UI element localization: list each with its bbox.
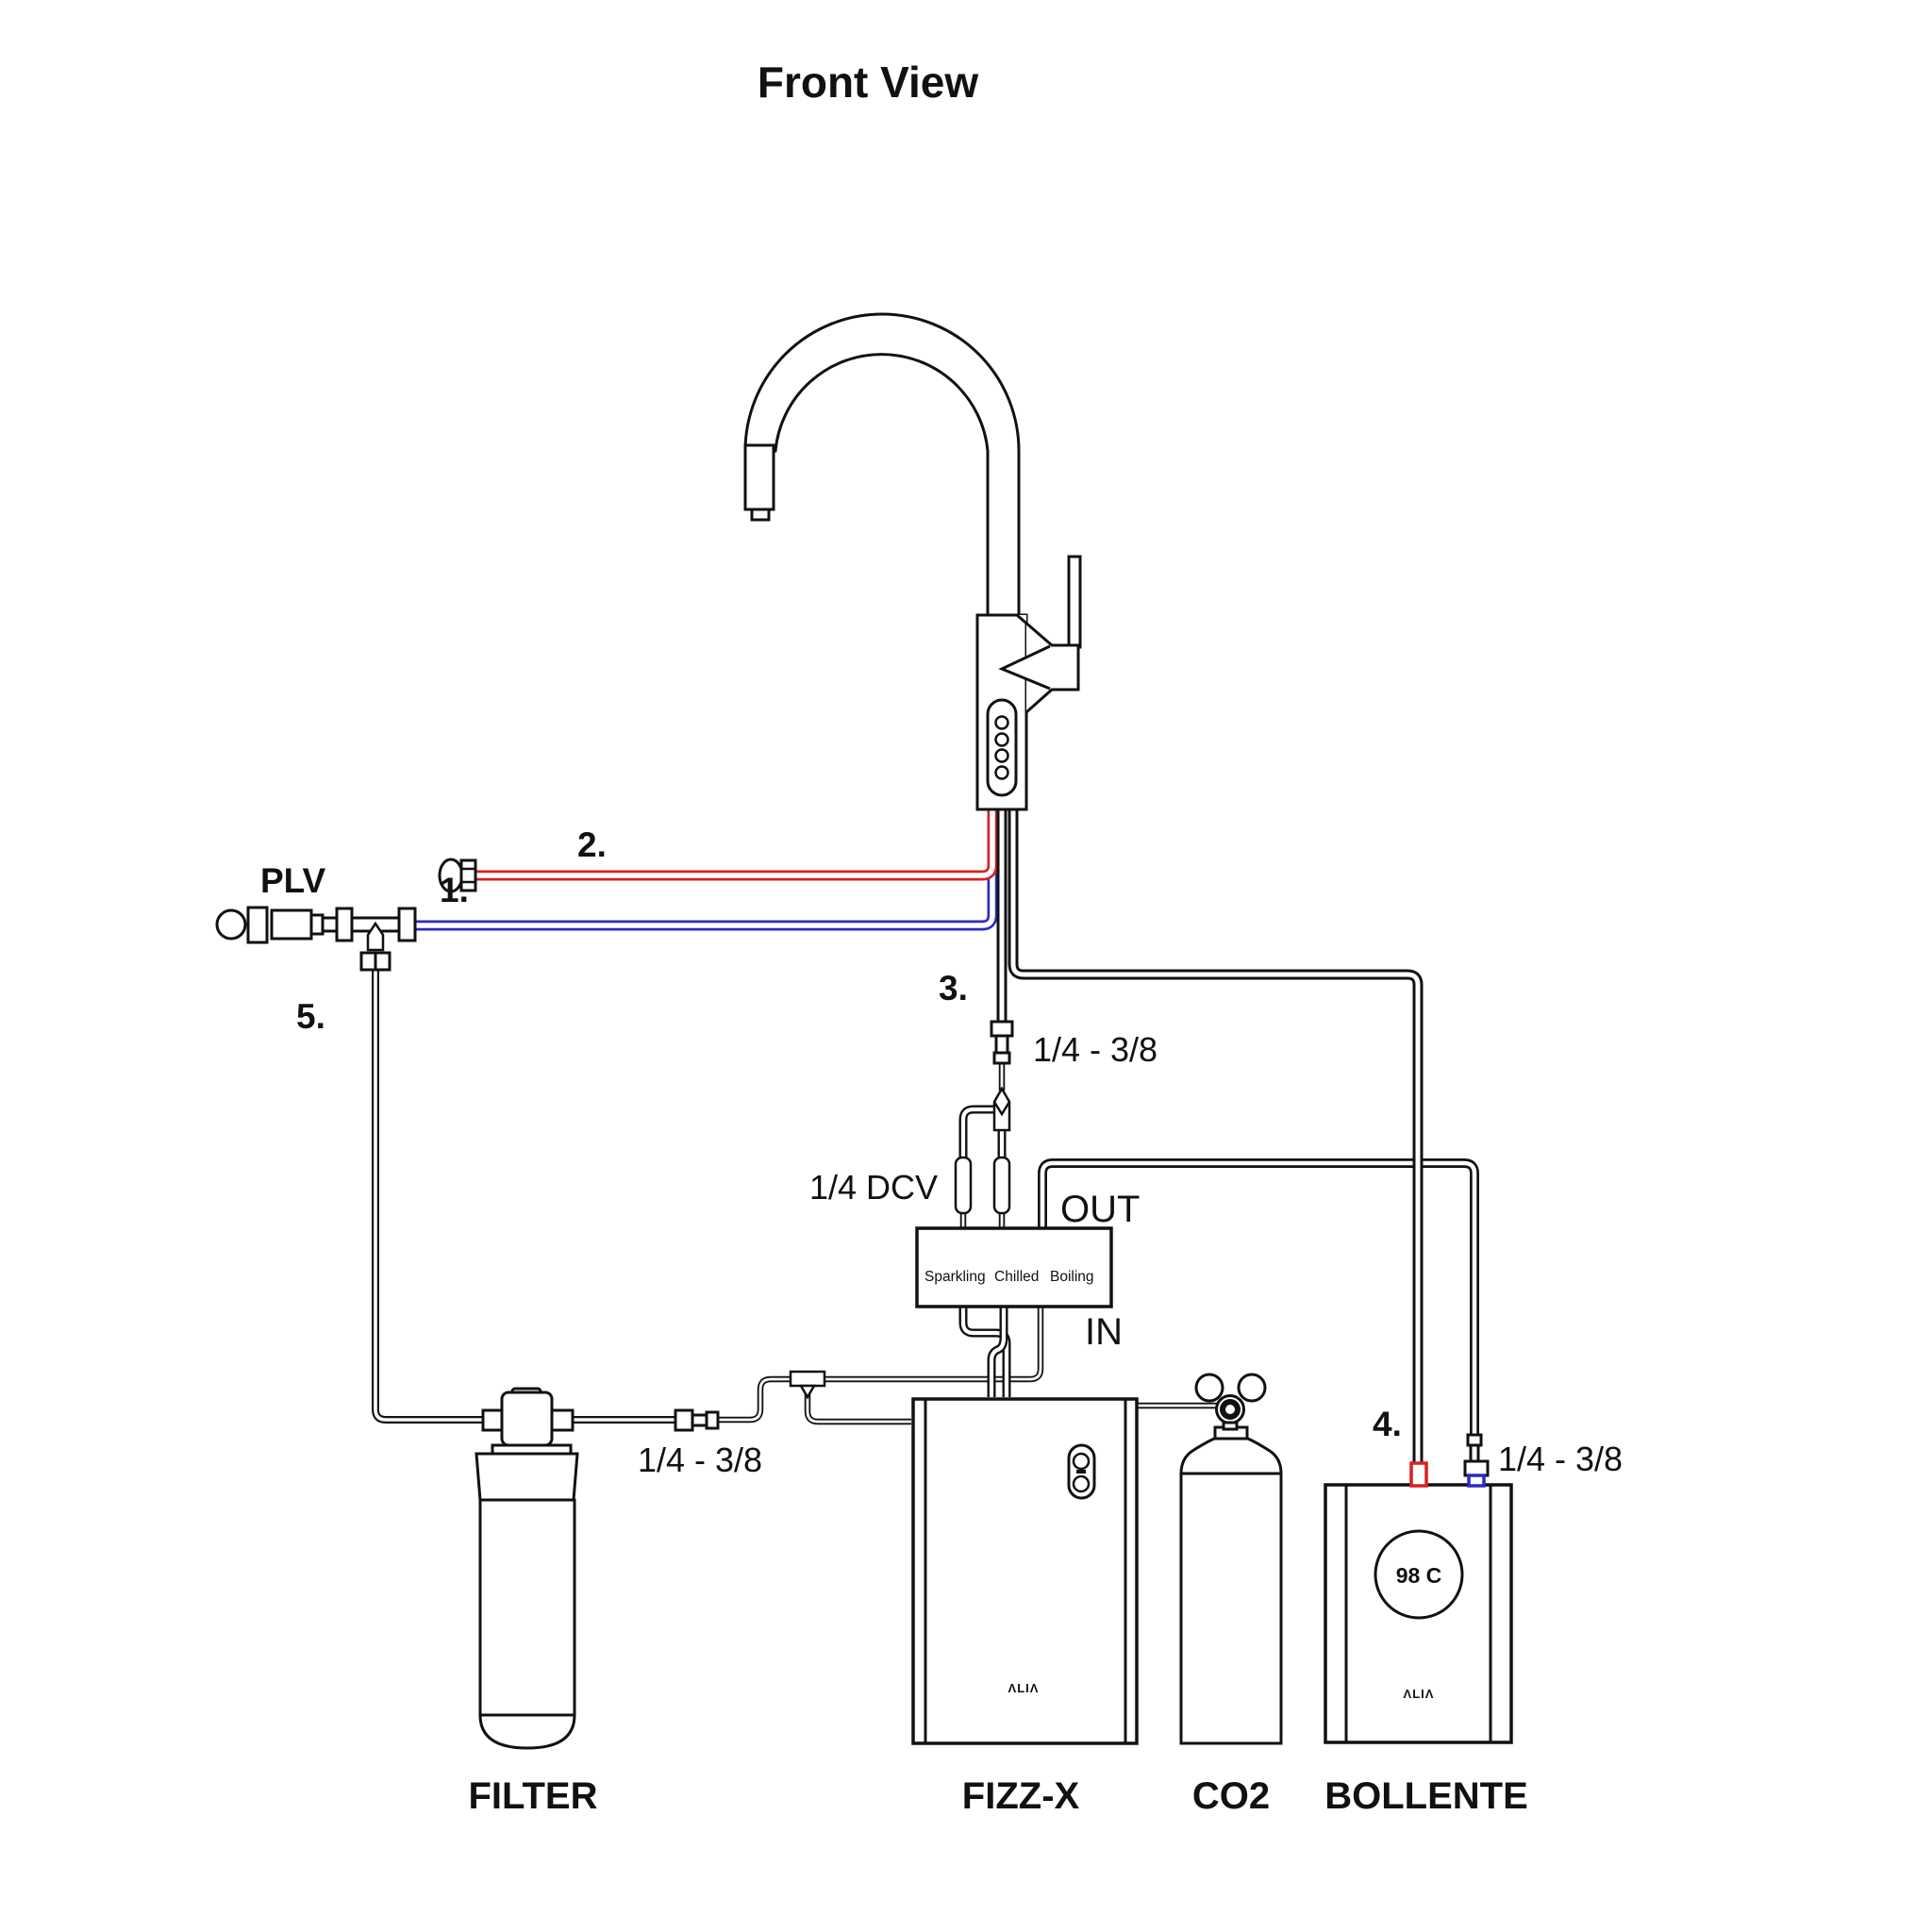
label-co2: CO2 bbox=[1192, 1775, 1270, 1817]
feed-tube-to-manifold-in bbox=[715, 1307, 1044, 1424]
hot-water-tube bbox=[475, 804, 998, 881]
boiling-supply-tube bbox=[1008, 804, 1424, 1465]
fizzx-cabinet bbox=[911, 1397, 1139, 1745]
filter-head bbox=[500, 1391, 554, 1447]
faucet-button-4 bbox=[994, 765, 1009, 780]
bollente-unit: 98 C ΛLIΛ bbox=[1324, 1433, 1513, 1744]
tee-fitting-feed-line bbox=[789, 1370, 826, 1400]
plv-handle-ball bbox=[215, 908, 247, 941]
fizzx-unit: ΛLIΛ bbox=[911, 1397, 1139, 1745]
label-step-1: 1. bbox=[440, 871, 469, 909]
faucet-aerator-tip bbox=[750, 508, 771, 522]
co2-cylinder bbox=[1179, 1373, 1283, 1745]
bollente-temperature: 98 C bbox=[1396, 1563, 1442, 1588]
fizzx-brand-logo: ΛLIΛ bbox=[1008, 1681, 1040, 1695]
label-dcv: 1/4 DCV bbox=[809, 1168, 938, 1207]
manifold-port-boiling: Boiling bbox=[1050, 1269, 1094, 1285]
bollente-hot-outlet-port bbox=[1409, 1461, 1428, 1488]
fizzx-button-top bbox=[1072, 1452, 1091, 1471]
page-title: Front View bbox=[758, 58, 979, 107]
annotations: Front View PLV 2. 1. 5. 3. 4. 1/4 - 3/8 … bbox=[260, 58, 1623, 1817]
dual-check-valves bbox=[954, 1156, 1011, 1215]
filter-unit bbox=[475, 1387, 579, 1750]
bollente-cold-inlet-port bbox=[1467, 1474, 1486, 1488]
label-step-4: 4. bbox=[1373, 1405, 1402, 1443]
label-filter: FILTER bbox=[468, 1775, 597, 1817]
faucet-button-3 bbox=[994, 748, 1009, 763]
label-bollente: BOLLENTE bbox=[1324, 1775, 1528, 1817]
feed-tube-tee-to-fizzx bbox=[804, 1385, 911, 1425]
fizzx-button-bottom bbox=[1072, 1474, 1091, 1493]
manifold-port-chilled: Chilled bbox=[994, 1269, 1039, 1285]
quarter-threeeighths-fitting-faucet bbox=[990, 1020, 1014, 1065]
label-in: IN bbox=[1085, 1311, 1123, 1353]
label-plv: PLV bbox=[260, 861, 326, 900]
manifold-block: Sparkling Chilled Boiling bbox=[915, 1226, 1113, 1308]
cold-water-tube bbox=[415, 804, 998, 931]
faucet-button-panel bbox=[986, 698, 1018, 797]
chilled-tube bbox=[987, 1306, 1008, 1397]
faucet-gooseneck-spout bbox=[743, 312, 1021, 617]
label-step-3: 3. bbox=[939, 969, 968, 1008]
filter-inlet-port bbox=[481, 1408, 504, 1432]
quarter-threeeighths-fitting-filter bbox=[674, 1408, 720, 1432]
fizzx-indicator bbox=[1076, 1470, 1086, 1474]
boiling-tube bbox=[1038, 1158, 1479, 1437]
plv-tee-arrow bbox=[366, 921, 385, 952]
dcv-capsule-left bbox=[954, 1156, 973, 1215]
filter-bottom-cap bbox=[478, 1713, 576, 1750]
filter-collar bbox=[475, 1452, 579, 1502]
faucet bbox=[743, 312, 1082, 811]
hot-line-fitting bbox=[438, 858, 477, 893]
label-fizzx: FIZZ-X bbox=[962, 1775, 1080, 1817]
label-fitting-faucet: 1/4 - 3/8 bbox=[1033, 1030, 1158, 1069]
dcv-capsule-right bbox=[992, 1156, 1011, 1215]
faucet-lever bbox=[1067, 555, 1082, 649]
label-fitting-bollente: 1/4 - 3/8 bbox=[1498, 1440, 1623, 1478]
manifold-port-sparkling: Sparkling bbox=[924, 1269, 986, 1285]
filter-body bbox=[478, 1498, 576, 1717]
bollente-brand-logo: ΛLIΛ bbox=[1404, 1687, 1435, 1701]
plv-valve-assembly bbox=[215, 906, 417, 972]
label-step-5: 5. bbox=[296, 997, 325, 1036]
filter-outlet-port bbox=[550, 1408, 575, 1432]
quarter-threeeighths-fitting-bollente bbox=[1463, 1433, 1490, 1488]
tubing bbox=[372, 804, 1479, 1465]
faucet-button-2 bbox=[994, 732, 1009, 747]
faucet-mixed-tube bbox=[958, 804, 1008, 1229]
faucet-spout-end bbox=[743, 443, 775, 511]
co2-gauge-left bbox=[1194, 1373, 1224, 1403]
plv-nut bbox=[335, 907, 354, 942]
faucet-button-1 bbox=[994, 715, 1009, 730]
label-fitting-filter: 1/4 - 3/8 bbox=[638, 1441, 762, 1479]
faucet-handle-joint bbox=[998, 644, 1051, 691]
feed-tube-plv-to-filter bbox=[372, 966, 485, 1424]
tee-fitting-faucet-line bbox=[992, 1086, 1011, 1132]
bollente-temperature-dial bbox=[1374, 1529, 1464, 1620]
plv-outlet-nut bbox=[397, 907, 417, 942]
co2-gauge-right bbox=[1237, 1373, 1267, 1403]
label-out: OUT bbox=[1060, 1189, 1140, 1230]
label-step-2: 2. bbox=[577, 825, 607, 864]
